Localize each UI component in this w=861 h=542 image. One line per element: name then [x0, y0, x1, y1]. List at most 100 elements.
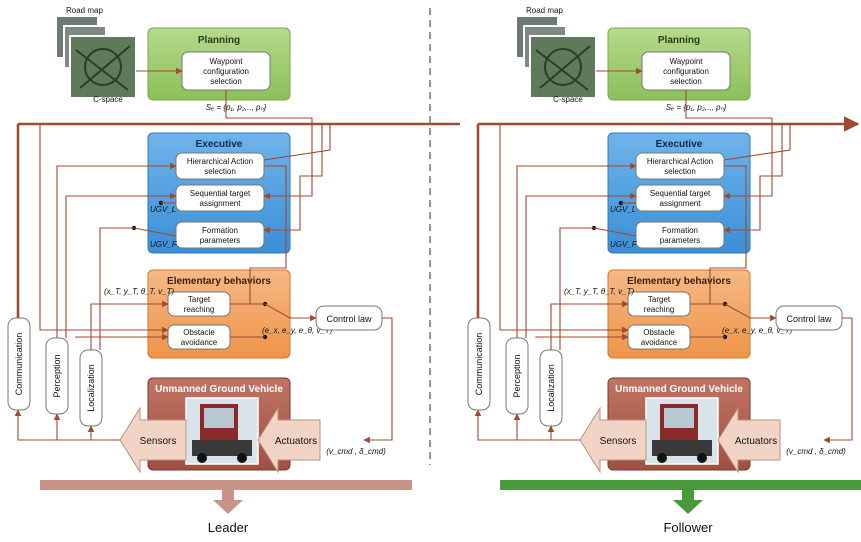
bus-to-formation [263, 124, 323, 234]
formation-text-line-1: parameters [200, 236, 240, 245]
target-to-control [690, 303, 777, 322]
comm-to-obstacle [39, 124, 169, 334]
perception-to-seq [525, 192, 637, 338]
vehicle-base [652, 440, 712, 456]
cspace-paths [75, 45, 131, 91]
cspace-roads [544, 48, 582, 86]
formation-box [635, 221, 725, 249]
control-law-text: Control law [786, 314, 832, 324]
waypoint-text-line-2: selection [670, 77, 702, 86]
sequential-text-line-0: Sequential target [650, 189, 711, 198]
obstacle-text-line-0: Obstacle [643, 328, 675, 337]
bus-to-sequential [723, 124, 773, 200]
target-text-line-1: reaching [644, 305, 675, 314]
panel-caption: Leader [208, 520, 249, 535]
elementary-title: Elementary behaviors [167, 276, 271, 287]
bus-to-hier [263, 124, 331, 161]
err-label: (e_x, e_y, e_θ, v_T) [722, 326, 793, 335]
cmd-label: (v_cmd , δ_cmd) [326, 447, 386, 456]
road-map-thumbnails [515, 15, 597, 99]
actuators-text: Actuators [735, 436, 777, 447]
waypoint-text-line-2: selection [210, 77, 242, 86]
bottom-arrow [673, 490, 703, 514]
communication-text: Communication [14, 333, 24, 396]
hierarchical-text-line-0: Hierarchical Action [647, 157, 713, 166]
sensors-text: Sensors [600, 436, 637, 447]
ugv-title: Unmanned Ground Vehicle [615, 384, 743, 395]
vehicle-wheel-left [197, 453, 207, 463]
perception-to-hier [56, 162, 177, 338]
cspace-roads [84, 48, 122, 86]
perception-to-obstacle [535, 333, 629, 341]
hierarchical-text-line-1: selection [664, 167, 696, 176]
bottom-arrow [213, 490, 243, 514]
cspace-label: C-space [93, 95, 123, 104]
vehicle-wheel-right [237, 453, 247, 463]
actuators-arrow [257, 406, 321, 474]
hierarchical-text-line-0: Hierarchical Action [187, 157, 253, 166]
bus-to-formation [723, 124, 783, 234]
sensors-arrow [579, 406, 647, 474]
ugv-f-label: UGV_F [610, 240, 638, 249]
waypoint-text-line-1: configuration [203, 67, 249, 76]
planning-title: Planning [198, 35, 240, 46]
control-to-actuators [363, 317, 393, 444]
comm-to-obstacle [499, 124, 629, 334]
perception-text: Perception [52, 354, 62, 397]
localization-to-target [90, 300, 169, 350]
cspace-paths [535, 45, 591, 91]
waypoint-text-line-0: Waypoint [209, 57, 243, 66]
leader-panel: Road mapC-spacePlanningWaypointconfigura… [7, 6, 460, 535]
vehicle-wheel-right [697, 453, 707, 463]
target-to-control [230, 303, 317, 322]
sequential-text-line-1: assignment [660, 199, 702, 208]
follower-panel: Road mapC-spacePlanningWaypointconfigura… [467, 6, 861, 535]
planning-title: Planning [658, 35, 700, 46]
xy-label: (x_T, y_T, θ_T, v_T) [564, 287, 634, 296]
err-label: (e_x, e_y, e_θ, v_T) [262, 326, 333, 335]
bus-to-hier [723, 124, 791, 161]
waypoint-out [685, 90, 773, 124]
formation-box [175, 221, 265, 249]
ugv-l-label: UGV_L [150, 205, 176, 214]
waypoint-text-line-1: configuration [663, 67, 709, 76]
road-map-thumbnails [55, 15, 137, 99]
target-text-line-0: Target [188, 295, 211, 304]
hier-to-target [709, 165, 747, 304]
vehicle-window [664, 408, 694, 428]
localization-text: Localization [86, 364, 96, 412]
formation-text-line-0: Formation [202, 226, 238, 235]
actuators-text: Actuators [275, 436, 317, 447]
xy-label: (x_T, y_T, θ_T, v_T) [104, 287, 174, 296]
waypoint-out [225, 90, 313, 124]
control-law-text: Control law [326, 314, 372, 324]
ugv-f-label: UGV_F [150, 240, 178, 249]
cmd-label: (v_cmd , δ_cmd) [786, 447, 846, 456]
ugv-l-label: UGV_L [610, 205, 636, 214]
panel-caption: Follower [663, 520, 713, 535]
ugv-f-link [133, 227, 177, 237]
sensors-arrow [119, 406, 187, 474]
formation-text-line-0: Formation [662, 226, 698, 235]
bottom-bar [40, 480, 412, 490]
perception-to-obstacle [75, 333, 169, 341]
perception-to-seq [65, 192, 177, 338]
bus-to-sequential [263, 124, 313, 200]
hierarchical-text-line-1: selection [204, 167, 236, 176]
sensors-to-comm [474, 409, 580, 441]
obstacle-text-line-0: Obstacle [183, 328, 215, 337]
sensors-text: Sensors [140, 436, 177, 447]
hier-to-target [249, 165, 287, 304]
vehicle-wheel-left [657, 453, 667, 463]
obstacle-text-line-1: avoidance [181, 338, 218, 347]
formation-text-line-1: parameters [660, 236, 700, 245]
waypoint-text-line-0: Waypoint [669, 57, 703, 66]
ugv-f-link [593, 227, 637, 237]
executive-title: Executive [196, 139, 243, 150]
bottom-bar [500, 480, 861, 490]
localization-to-formation [99, 227, 134, 350]
perception-to-hier [516, 162, 637, 338]
sg-formula: Sₑ = {p₁, p₂,.., pₙ} [206, 103, 267, 112]
